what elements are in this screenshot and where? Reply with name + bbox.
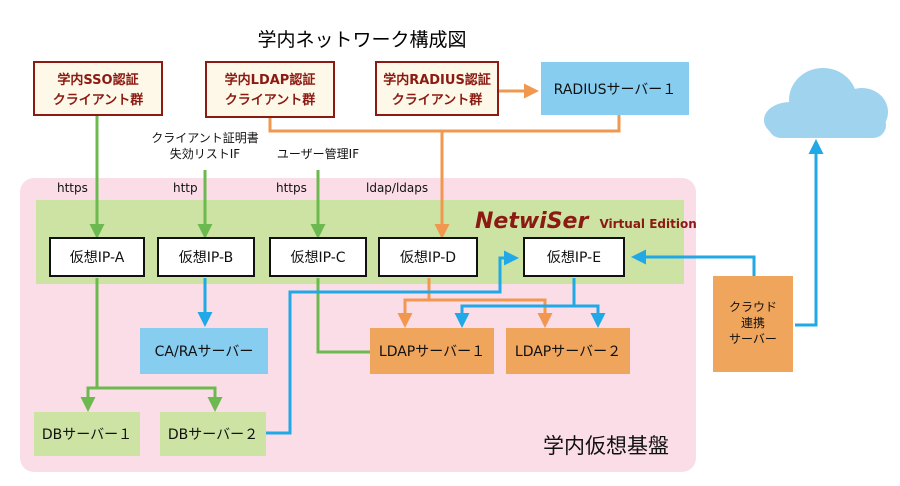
line-vip-e-to-ldap2 [574,304,606,328]
protocol-ldap-d: ldap/ldaps [366,181,428,195]
cert-interface-line1: クライアント証明書 [151,131,259,145]
ldap-server-1: LDAPサーバー１ [370,328,494,374]
cloud-sync-line1: クラウド [729,300,777,314]
vip-b-label: 仮想IP-B [179,250,233,266]
platform-label: 学内仮想基盤 [543,434,669,458]
cloud-sync-line3: サーバー [729,332,777,346]
ldap-server-2: LDAPサーバー２ [506,328,630,374]
line-vip-a-to-db1 [80,278,99,412]
vip-d-label: 仮想IP-D [400,250,456,266]
diagram-title: 学内ネットワーク構成図 [257,29,466,51]
line-vip-a-to-db2 [97,386,223,412]
sso-client-line1: 学内SSO認証 [57,72,138,88]
product-name: NetwiSer [475,209,589,234]
radius-client-line2: クライアント群 [392,92,482,108]
db-server-1: DBサーバー１ [34,412,140,456]
line-vip-d-to-ldap2 [429,298,553,328]
line-vip-d-to-ldap1 [397,278,431,328]
product-edition: Virtual Edition [599,217,696,231]
protocol-https-a: https [57,181,88,195]
radius-client-line1: 学内RADIUS認証 [383,72,491,88]
line-cloud-sync-to-cloud [795,139,824,327]
ldap-server-1-label: LDAPサーバー１ [379,344,485,360]
line-cloud-sync-to-vip-e [631,249,756,276]
ldap-client-group: 学内LDAP認証 クライアント群 [205,61,335,118]
vip-c-label: 仮想IP-C [290,250,345,266]
line-vip-e-to-ldap1 [454,278,576,328]
ca-ra-server: CA/RAサーバー [140,328,268,374]
radius-server-label: RADIUSサーバー１ [554,82,677,98]
cloud-icon [764,68,888,138]
line-radius-to-vip-d [442,115,621,133]
cloud-sync-line2: 連携 [741,315,765,330]
line-db2-to-vip-e [265,250,519,435]
cert-interface-line2: 失効リストIF [170,146,241,161]
vip-b: 仮想IP-B [157,237,255,277]
db-server-2-label: DBサーバー２ [168,427,258,443]
ldap-client-line2: クライアント群 [225,92,315,108]
protocol-http-b: http [173,181,198,195]
vip-e-label: 仮想IP-E [547,250,601,266]
line-ldap-clients-to-vip-d [268,117,450,239]
radius-server: RADIUSサーバー１ [541,62,689,115]
sso-client-line2: クライアント群 [53,92,143,108]
ldap-server-2-label: LDAPサーバー２ [515,344,621,360]
protocol-https-c: https [276,181,307,195]
vip-e: 仮想IP-E [523,237,625,277]
radius-client-group: 学内RADIUS認証 クライアント群 [375,61,499,116]
vip-d: 仮想IP-D [378,237,478,277]
user-interface-label: ユーザー管理IF [277,146,359,161]
line-vip-c-to-ldap1 [316,278,372,354]
vip-c: 仮想IP-C [269,237,367,277]
db-server-1-label: DBサーバー１ [42,427,132,443]
cloud-sync-server: クラウド 連携 サーバー [713,276,793,372]
ca-ra-server-label: CA/RAサーバー [155,344,254,360]
ldap-client-line1: 学内LDAP認証 [225,72,316,88]
db-server-2: DBサーバー２ [160,412,266,456]
sso-client-group: 学内SSO認証 クライアント群 [33,61,163,116]
vip-a: 仮想IP-A [49,237,145,277]
vip-a-label: 仮想IP-A [70,250,125,266]
product-logo: NetwiSer Virtual Edition [475,209,697,234]
